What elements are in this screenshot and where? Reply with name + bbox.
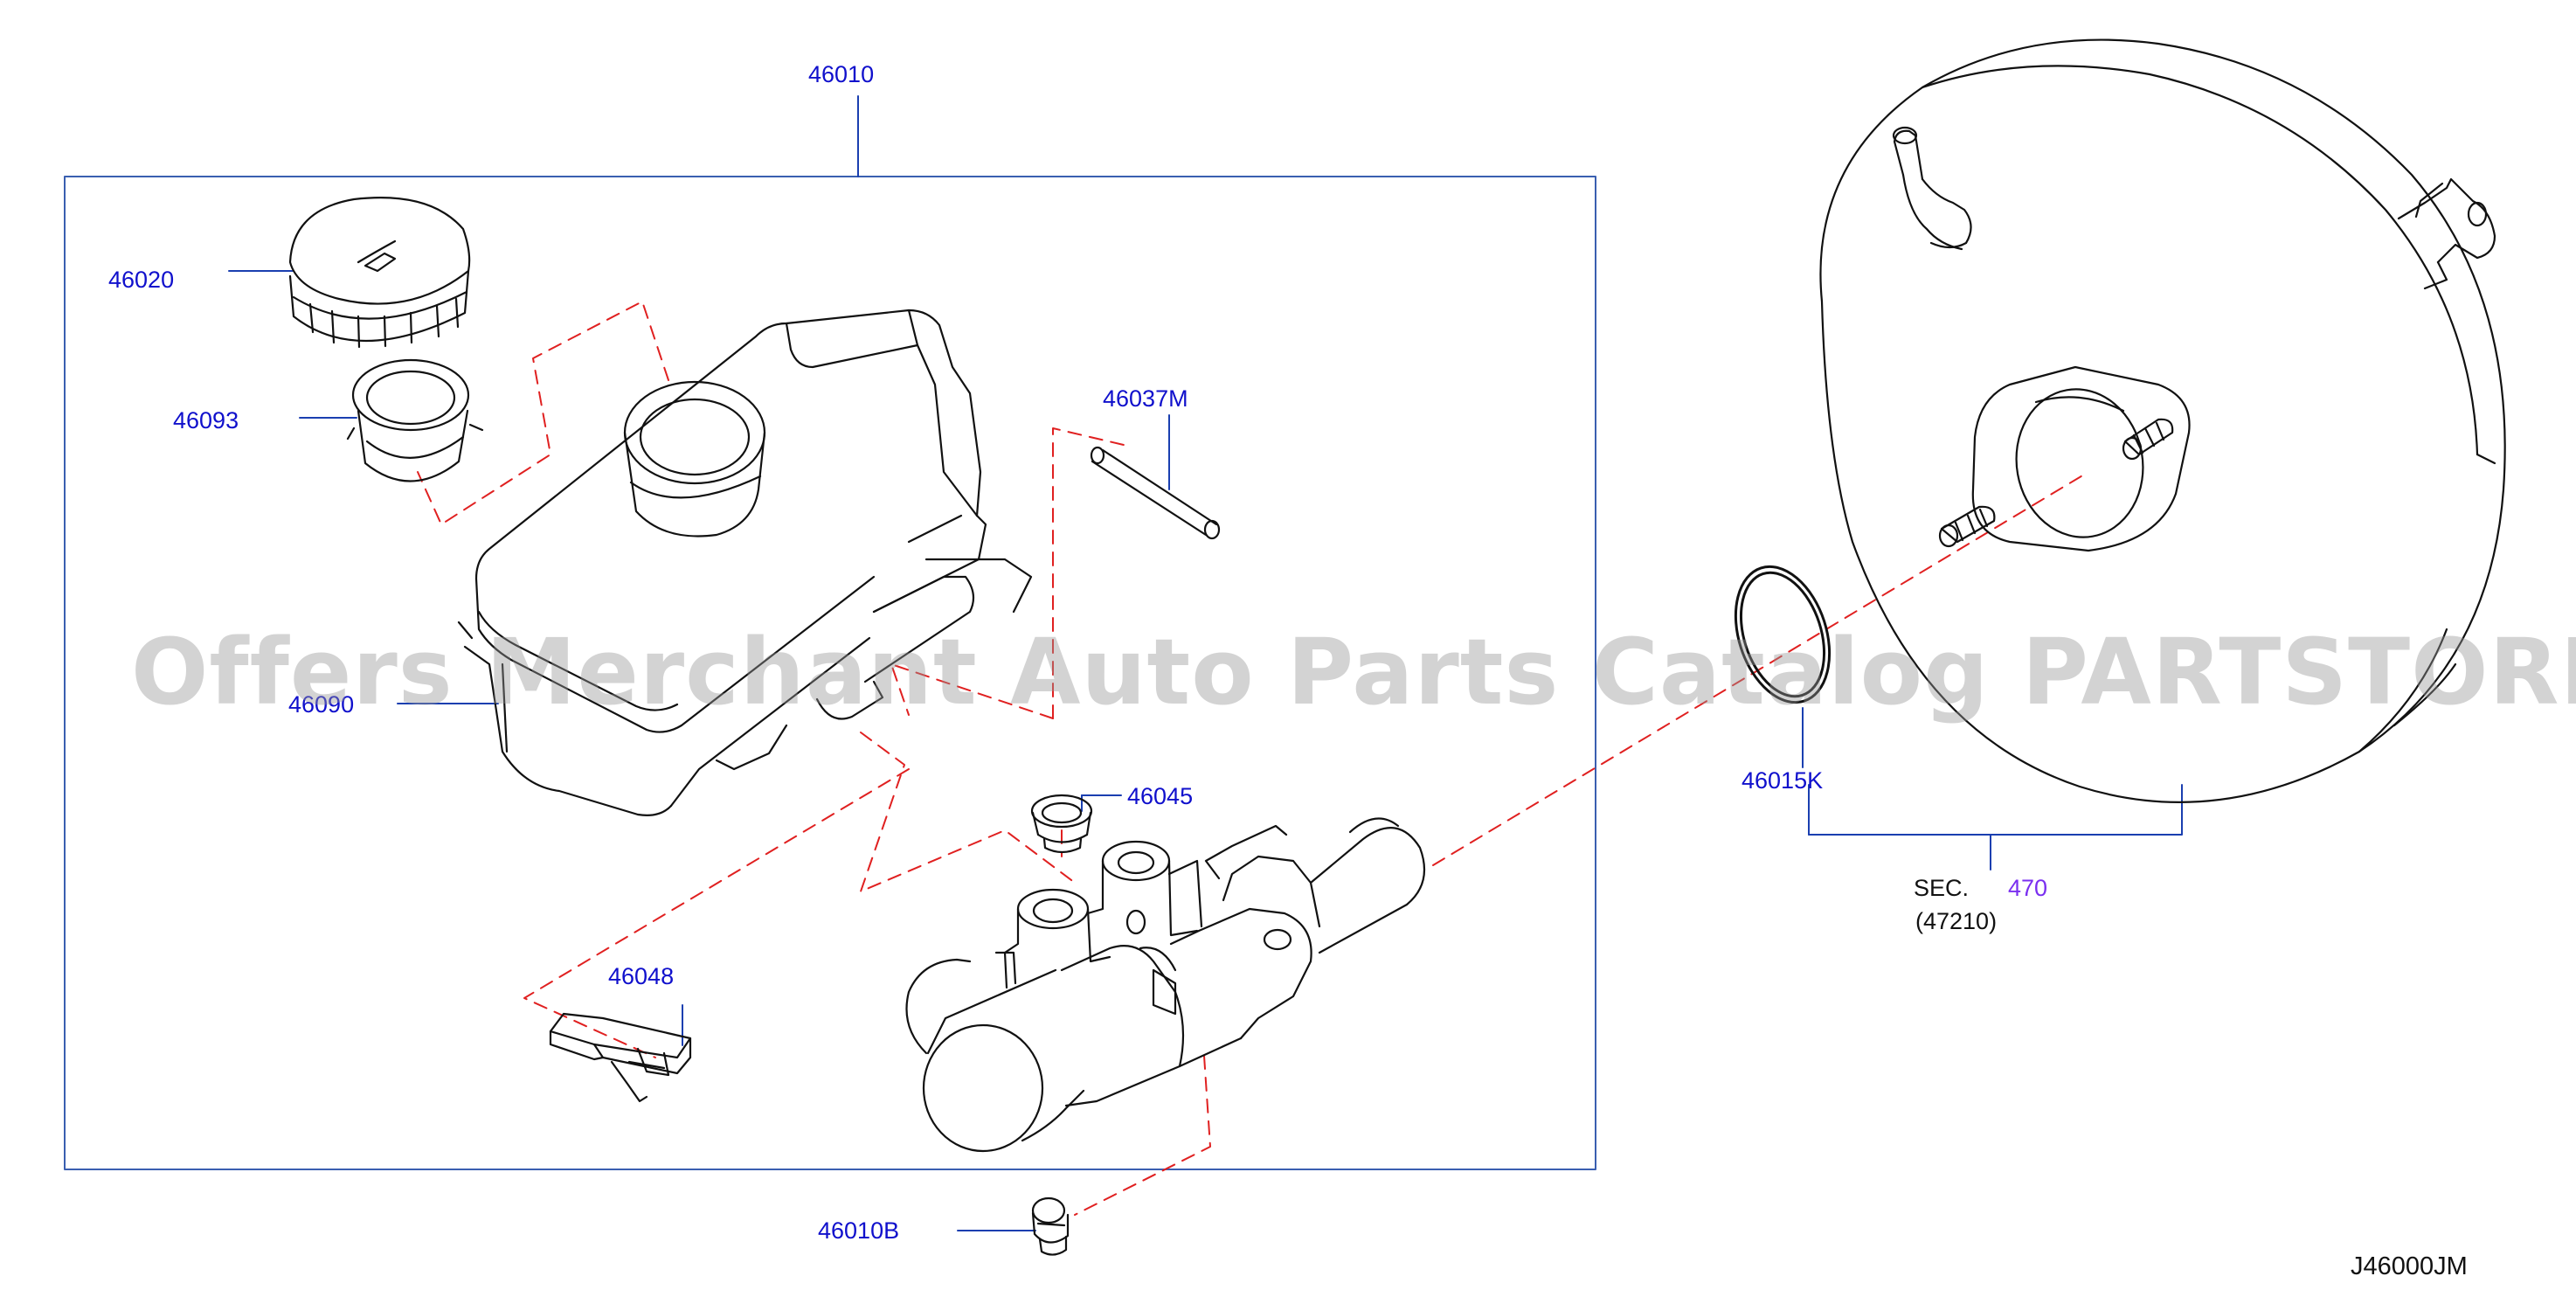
label-assembly-46010[interactable]: 46010 bbox=[808, 61, 875, 87]
label-sec-prefix: SEC. bbox=[1914, 875, 1970, 901]
pin-drawing bbox=[1090, 446, 1221, 540]
strainer-drawing bbox=[346, 358, 484, 482]
drawing-code: J46000JM bbox=[2351, 1252, 2468, 1280]
brake-booster-drawing bbox=[1819, 38, 2506, 803]
master-cylinder-drawing bbox=[905, 817, 1426, 1153]
label-grommet-46045[interactable]: 46045 bbox=[1127, 783, 1194, 809]
leader-lines bbox=[228, 270, 2183, 1231]
label-sec-part-47210: (47210) bbox=[1915, 908, 1998, 934]
label-strainer-46093[interactable]: 46093 bbox=[173, 407, 239, 433]
label-connector-46048[interactable]: 46048 bbox=[608, 963, 675, 989]
assembly-frame bbox=[64, 176, 1596, 1170]
label-nut-46010B[interactable]: 46010B bbox=[818, 1217, 900, 1244]
reservoir-cap-drawing bbox=[288, 197, 471, 349]
label-cap-46020[interactable]: 46020 bbox=[108, 267, 175, 293]
grommet-drawing bbox=[1030, 794, 1093, 854]
o-ring-drawing bbox=[1734, 565, 1832, 704]
booster-studs bbox=[1938, 418, 2174, 548]
connector-drawing bbox=[549, 1012, 692, 1103]
label-sec-number-470[interactable]: 470 bbox=[2008, 875, 2048, 901]
label-o-ring-46015K[interactable]: 46015K bbox=[1742, 767, 1824, 794]
nut-drawing bbox=[1031, 1196, 1070, 1256]
watermark-text: Offers Merchant Auto Parts Catalog PARTS… bbox=[131, 619, 2576, 725]
label-reservoir-46090[interactable]: 46090 bbox=[288, 691, 355, 718]
reservoir-drawing bbox=[457, 309, 1033, 816]
label-pin-46037M[interactable]: 46037M bbox=[1103, 385, 1188, 412]
alignment-dashes bbox=[417, 301, 2089, 1216]
